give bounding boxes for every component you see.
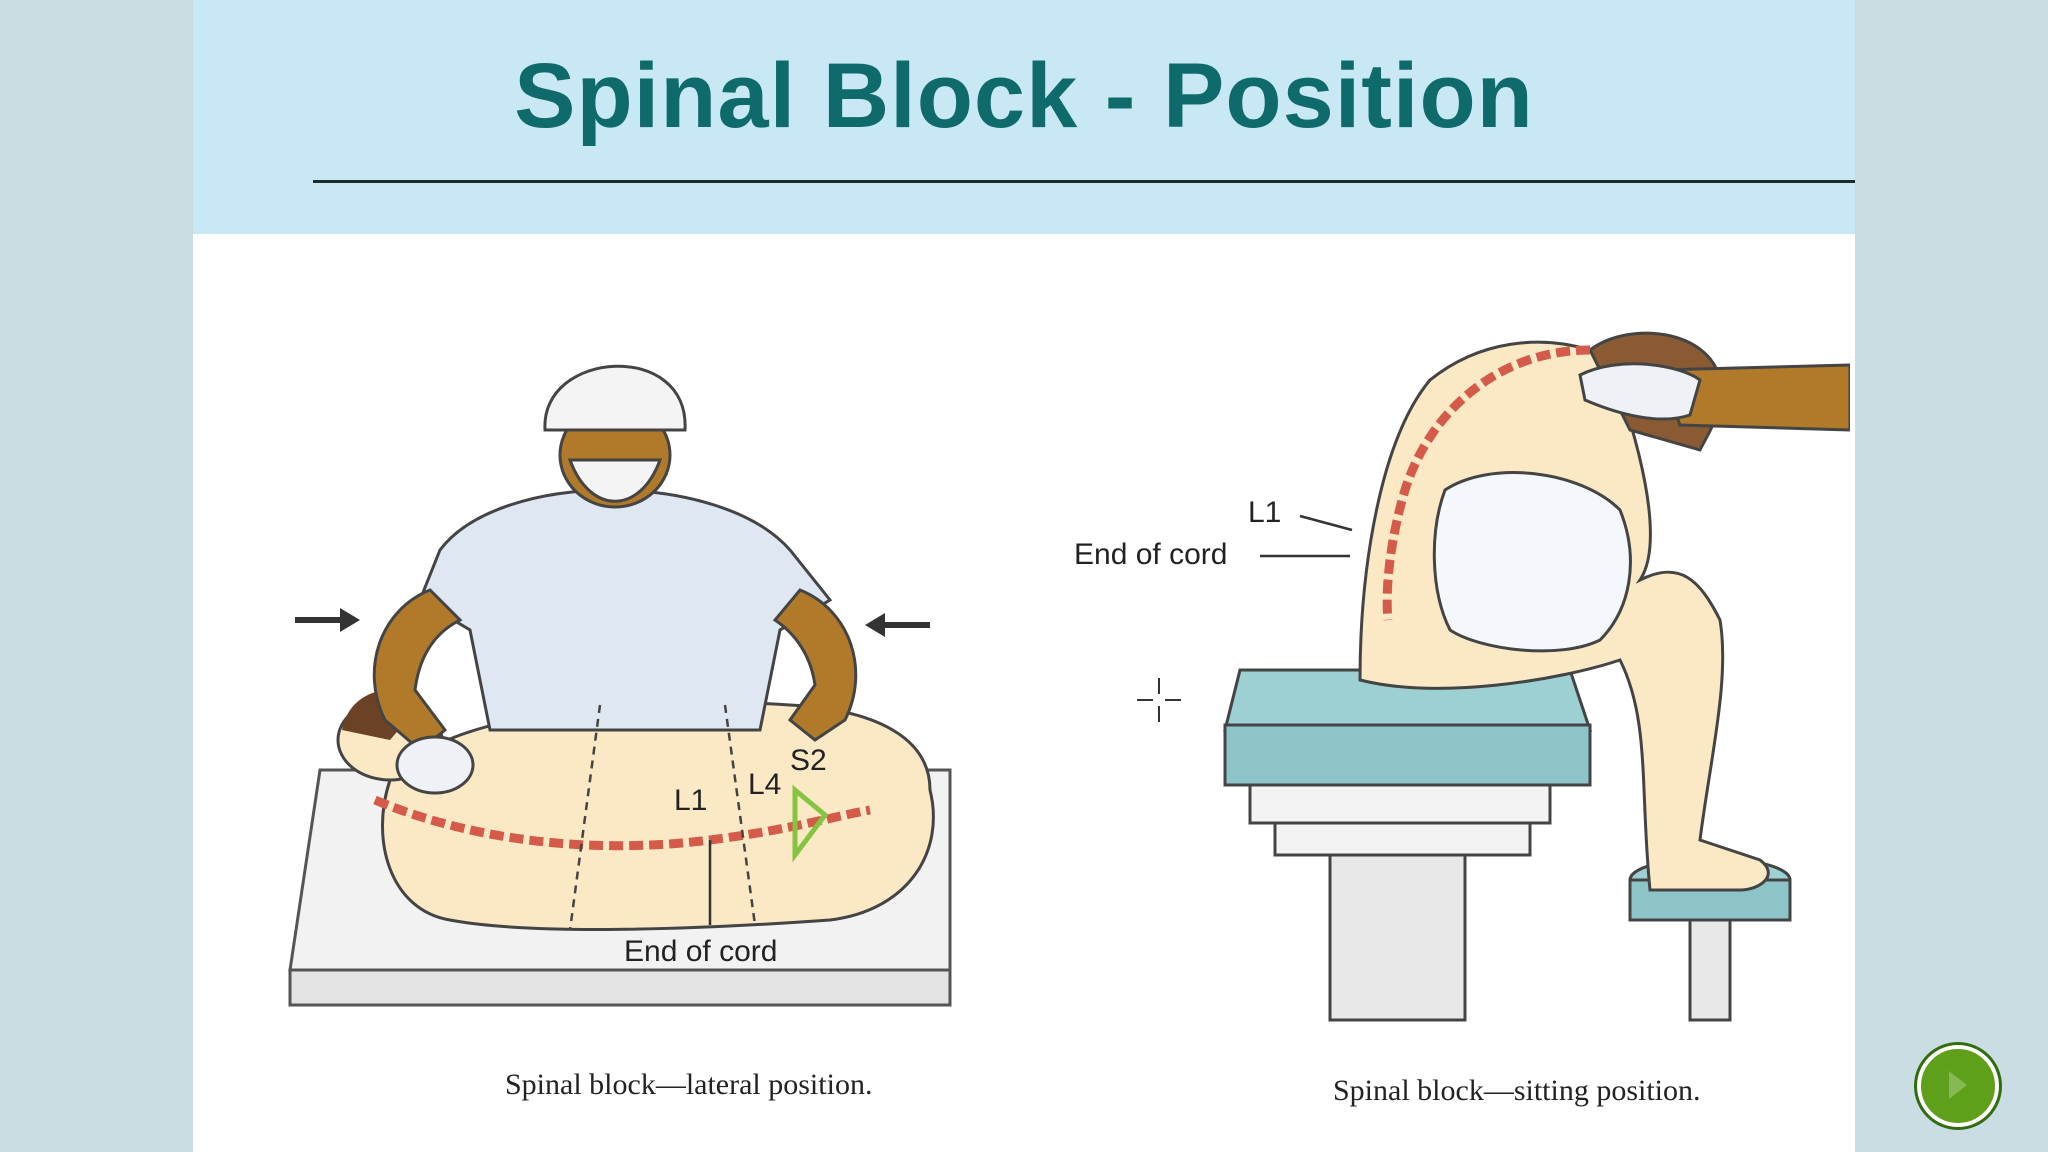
sacral-triangle: [792, 784, 829, 863]
spine-line: [373, 795, 871, 851]
doctor-mask: [567, 458, 663, 503]
platform-column: [1328, 848, 1467, 1022]
platform-step-lower: [1273, 818, 1532, 857]
caption-lateral: Spinal block—lateral position.: [505, 1068, 873, 1101]
slide-title: Spinal Block - Position: [514, 45, 1534, 147]
label-l1-lateral: L1: [674, 784, 708, 817]
title-divider: [313, 180, 1855, 183]
left-glove: [395, 735, 475, 795]
label-l1-sitting: L1: [1248, 496, 1282, 529]
label-s2-lateral: S2: [790, 744, 827, 777]
doctor-right-arm: [772, 588, 858, 742]
caption-sitting: Spinal block—sitting position.: [1333, 1074, 1701, 1107]
assistant-hand: [1578, 362, 1702, 421]
slide-header: Spinal Block - Position: [193, 0, 1855, 234]
doctor-left-arm: [372, 588, 463, 752]
sitting-position-illustration: [1223, 331, 1850, 1022]
spine-line-sitting: [1382, 345, 1591, 621]
platform-cushion-front: [1223, 723, 1592, 787]
arrow-left-icon: [865, 613, 930, 637]
next-slide-button[interactable]: [1917, 1045, 1999, 1127]
l1-pointer: [1299, 514, 1353, 532]
pillow: [1432, 471, 1632, 653]
platform-step-upper: [1248, 783, 1552, 825]
doctor-cap: [543, 364, 687, 432]
label-end-of-cord-sitting: End of cord: [1074, 538, 1228, 571]
l1-level-line: [568, 704, 602, 931]
l4-level-line: [723, 704, 757, 926]
move-cursor-icon: [1137, 678, 1181, 722]
arrow-right-icon: [295, 608, 360, 632]
label-end-of-cord-lateral: End of cord: [624, 935, 778, 968]
lateral-position-illustration: [288, 364, 952, 1007]
next-slide-icon: [1949, 1071, 1967, 1099]
table-front: [288, 968, 952, 1007]
label-l4-lateral: L4: [748, 768, 782, 801]
doctor-torso: [418, 488, 833, 732]
